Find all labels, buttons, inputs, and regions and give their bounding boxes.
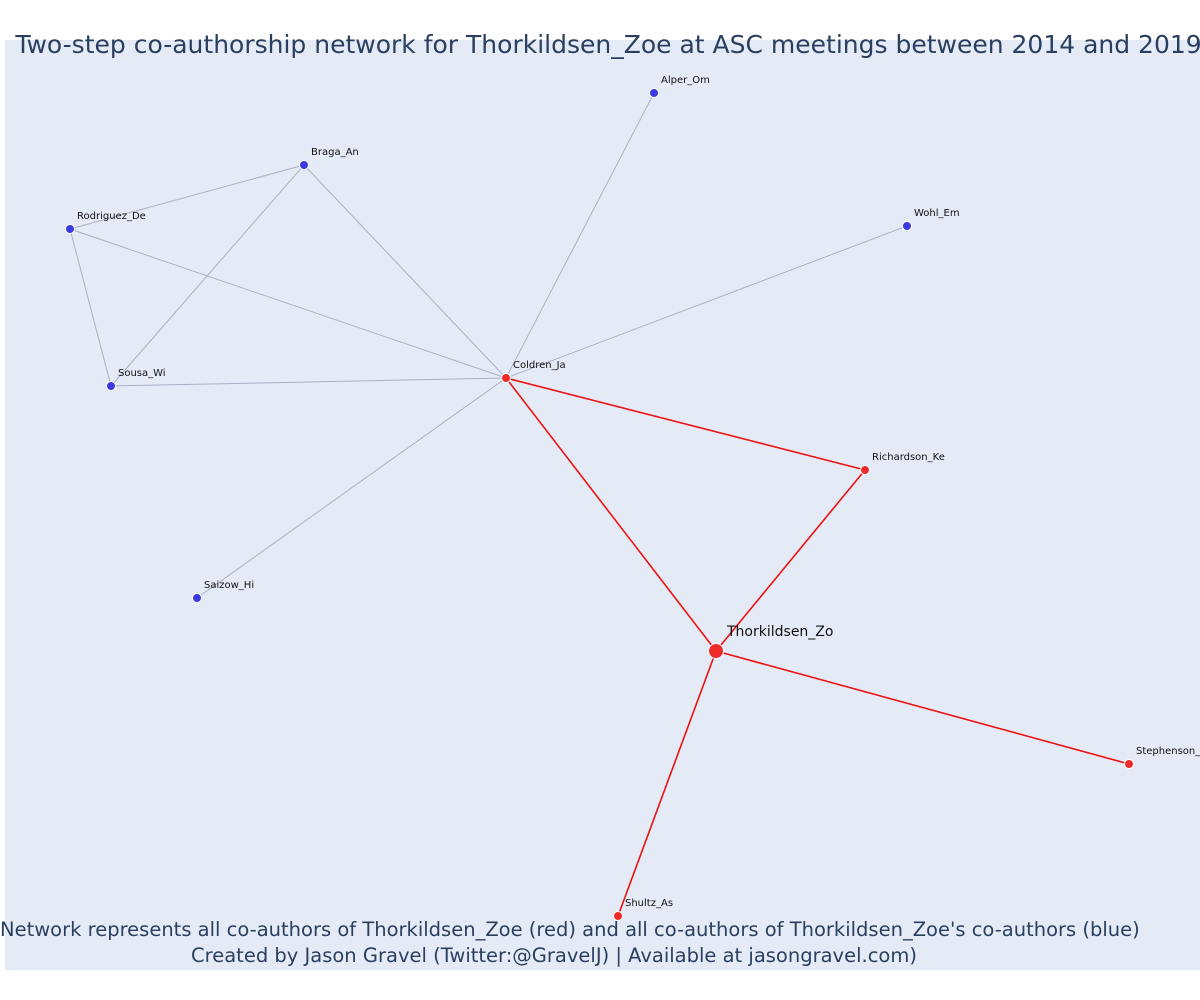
edge-thorkildsen-zo-coldren-ja (505, 377, 717, 652)
edge-coldren-ja-sousa-wi (110, 377, 507, 387)
labels-layer: Thorkildsen_Zo Coldren_JaRichardson_KeSte… (77, 75, 1200, 909)
node-wohl-em[interactable] (902, 221, 912, 231)
node-label-braga-an: Braga_An (311, 147, 359, 158)
node-label-rodriguez-de: Rodriguez_De (77, 211, 146, 222)
edge-coldren-ja-saizow-hi (196, 377, 507, 599)
edge-rodriguez-de-sousa-wi (69, 228, 112, 387)
node-label-richardson-ke: Richardson_Ke (872, 452, 945, 463)
edge-coldren-ja-wohl-em (505, 225, 908, 379)
node-label-sousa-wi: Sousa_Wi (118, 368, 166, 379)
node-label-alper-om: Alper_Om (661, 75, 710, 86)
node-stephenson[interactable] (1124, 759, 1134, 769)
edges-layer (69, 92, 1130, 917)
edge-coldren-ja-richardson-ke (505, 377, 866, 471)
node-label-shultz-as: Shultz_As (625, 898, 673, 909)
edge-coldren-ja-alper-om (505, 92, 655, 379)
edge-thorkildsen-zo-richardson-ke (715, 469, 866, 652)
node-label-stephenson: Stephenson_ (1136, 746, 1200, 757)
edge-coldren-ja-braga-an (303, 164, 507, 379)
nodes-layer (65, 88, 1134, 921)
caption-legend-note: Network represents all co-authors of Tho… (0, 918, 1140, 941)
node-richardson-ke[interactable] (860, 465, 870, 475)
node-saizow-hi[interactable] (192, 593, 202, 603)
node-thorkildsen-zo[interactable] (708, 643, 724, 659)
edge-coldren-ja-rodriguez-de (69, 228, 507, 379)
node-label-thorkildsen-zo: Thorkildsen_Zo (726, 624, 833, 640)
node-braga-an[interactable] (299, 160, 309, 170)
chart-title: Two-step co-authorship network for Thork… (15, 30, 1200, 59)
caption-credit: Created by Jason Gravel (Twitter:@Gravel… (191, 944, 917, 967)
edge-braga-an-rodriguez-de (69, 164, 305, 230)
edge-thorkildsen-zo-stephenson (715, 650, 1130, 765)
node-shultz-as[interactable] (613, 911, 623, 921)
node-label-saizow-hi: Saizow_Hi (204, 580, 254, 591)
node-coldren-ja[interactable] (501, 373, 511, 383)
node-label-wohl-em: Wohl_Em (914, 208, 960, 219)
node-label-coldren-ja: Coldren_Ja (513, 360, 566, 371)
node-rodriguez-de[interactable] (65, 224, 75, 234)
node-sousa-wi[interactable] (106, 381, 116, 391)
edge-braga-an-sousa-wi (110, 164, 305, 387)
plot-area (5, 40, 1200, 970)
edge-thorkildsen-zo-shultz-as (617, 650, 717, 917)
node-alper-om[interactable] (649, 88, 659, 98)
